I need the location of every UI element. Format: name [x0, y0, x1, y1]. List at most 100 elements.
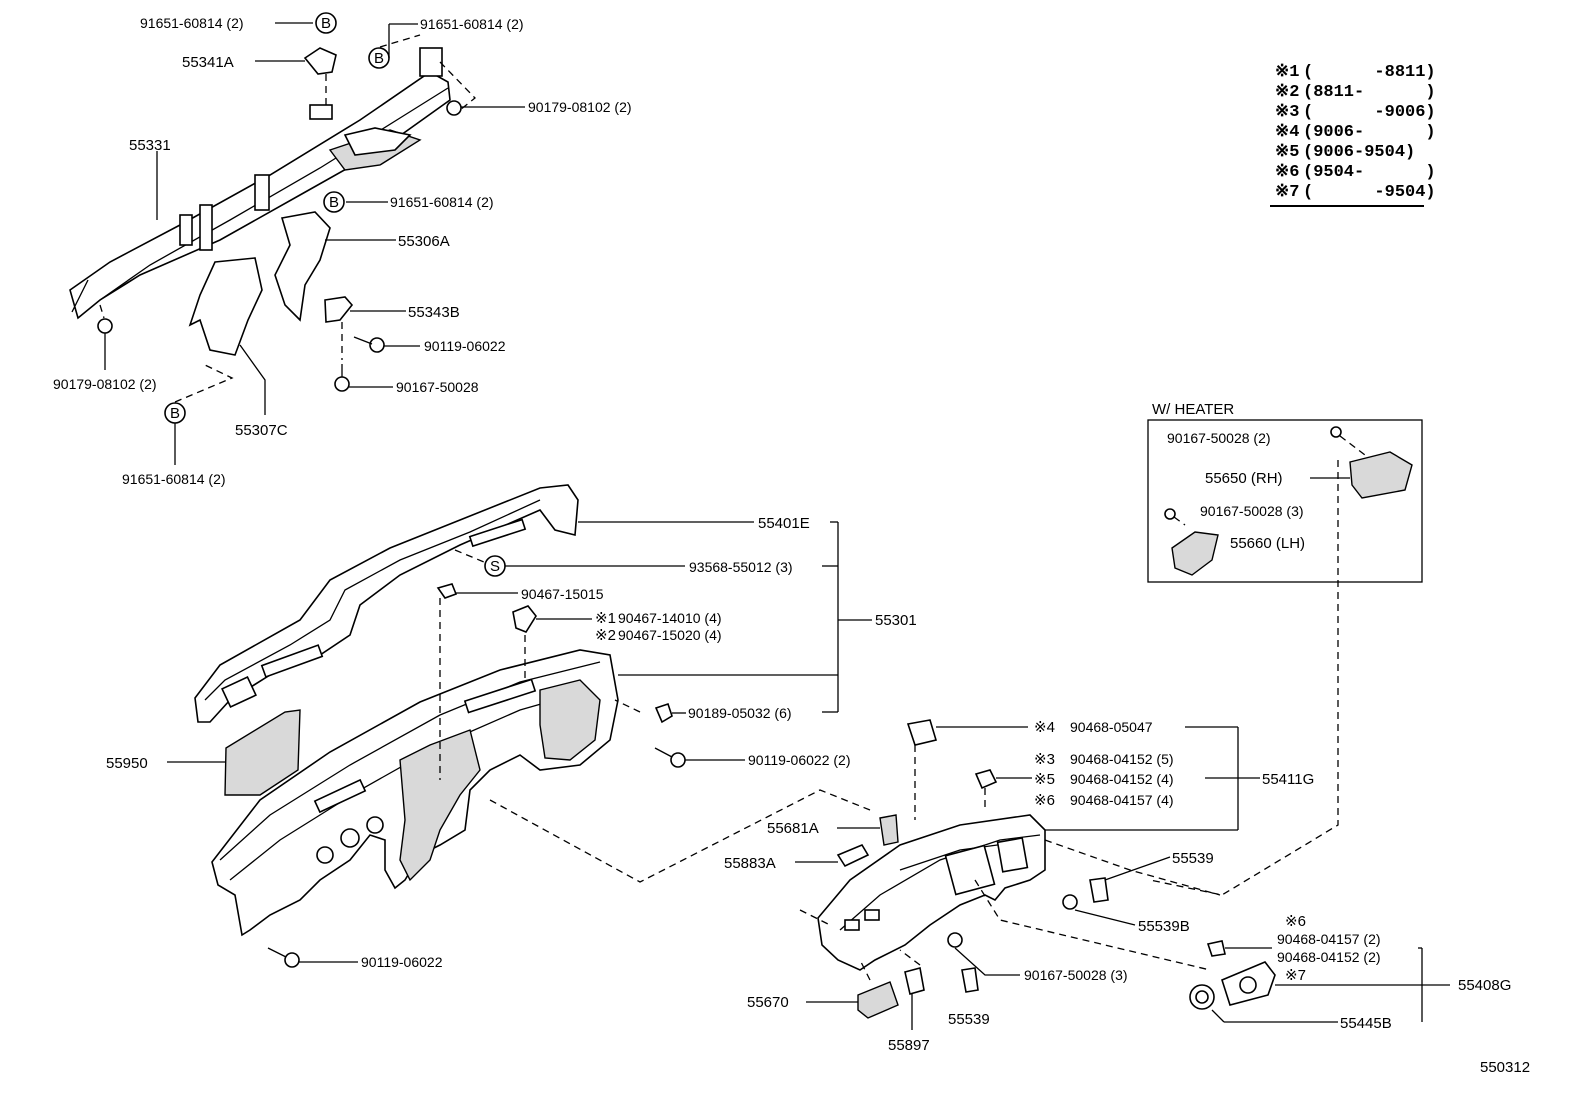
- callout-b: B: [329, 194, 339, 211]
- part-number: 90167-50028 (3): [1200, 503, 1304, 519]
- part-number: 90179-08102 (2): [528, 99, 632, 115]
- screw-icon: [670, 752, 686, 768]
- panel-frame: [399, 729, 481, 882]
- part-number: 90468-04152 (4): [1070, 771, 1174, 787]
- leader-lines-lower: [795, 726, 1450, 1030]
- part-number: 55670: [747, 994, 789, 1011]
- legend-range: ( -9006): [1303, 103, 1436, 122]
- leader-lines-middle: [167, 521, 872, 963]
- cluster-slot: [844, 919, 860, 931]
- legend-range: ( -9504): [1303, 183, 1436, 202]
- nut-icon: [446, 100, 462, 116]
- instrument-panel: S: [211, 549, 871, 968]
- legend-range: (8811- ): [1303, 83, 1436, 102]
- part-number: 90179-08102 (2): [53, 376, 157, 392]
- panel-gauge-hole: [340, 828, 360, 848]
- part-number: 55650 (RH): [1205, 470, 1283, 487]
- legend-range: (9006- ): [1303, 123, 1436, 142]
- pad-vent-hole: [221, 675, 257, 709]
- legend-row: ※1: [1275, 63, 1299, 82]
- part-55681a: [879, 814, 899, 846]
- part-number: 90119-06022: [424, 338, 506, 354]
- heater-box: [1147, 419, 1423, 583]
- clip-90468-04152: [974, 769, 998, 790]
- part-55445b-center: [1195, 990, 1209, 1004]
- part-55670: [857, 981, 899, 1019]
- beam-leg: [254, 174, 270, 211]
- part-number: 90167-50028 (3): [1024, 967, 1128, 983]
- bracket-55306a: [274, 211, 331, 322]
- part-number: 55539B: [1138, 918, 1190, 935]
- part-number: 90468-04152 (5): [1070, 751, 1174, 767]
- bracket-55343b: [324, 296, 354, 323]
- part-number: 55301: [875, 612, 917, 629]
- bracket-55341a: [303, 47, 337, 75]
- part-number: 55401E: [758, 515, 810, 532]
- part-number: 91651-60814 (2): [420, 16, 524, 32]
- beam-leg: [179, 214, 193, 246]
- part-number: 91651-60814 (2): [390, 194, 494, 210]
- part-number: 90467-14010 (4): [618, 610, 722, 626]
- clip-90468-05047: [906, 719, 938, 746]
- beam-leg: [199, 204, 213, 251]
- part-number: 93568-55012 (3): [689, 559, 793, 575]
- beam-bracket: [419, 47, 443, 77]
- bolt-icon: [369, 337, 385, 353]
- part-number: 55408G: [1458, 977, 1511, 994]
- panel-gauge-hole: [316, 846, 334, 864]
- mark: ※3: [1034, 751, 1055, 768]
- screw-icon: [334, 376, 350, 392]
- part-number: 90467-15020 (4): [618, 627, 722, 643]
- callout-b-circle: [315, 12, 337, 34]
- part-55539: [1089, 877, 1109, 903]
- part-number: 90167-50028 (2): [1167, 430, 1271, 446]
- mark: ※2: [595, 627, 616, 644]
- cluster-opening: [996, 837, 1029, 873]
- part-55883a: [836, 843, 870, 868]
- leader-lines-top: [104, 22, 525, 465]
- legend: ※1 ( -8811) ※2 (8811- ) ※3 ( -9006) ※4 (…: [1270, 63, 1436, 207]
- mark: ※6: [1034, 792, 1055, 809]
- safety-pad-55401e: [194, 484, 579, 723]
- legend-row: ※4: [1275, 123, 1299, 142]
- cluster-slot: [864, 909, 880, 921]
- beam-bracket: [309, 104, 333, 120]
- part-number: 55539: [1172, 850, 1214, 867]
- reinforcement-assembly: B B B B: [69, 12, 476, 424]
- mark: ※4: [1034, 719, 1055, 736]
- part-number: 90468-04157 (2): [1277, 931, 1381, 947]
- part-number: 55343B: [408, 304, 460, 321]
- part-55897: [904, 967, 925, 996]
- screw-icon: [947, 932, 963, 948]
- nut-icon: [97, 318, 113, 334]
- part-number: 90119-06022 (2): [748, 752, 850, 768]
- part-number: 90119-06022: [361, 954, 443, 970]
- part-number: 55950: [106, 755, 148, 772]
- duct-55950: [224, 709, 301, 796]
- heater-title: W/ HEATER: [1152, 401, 1234, 418]
- cluster-panel: [799, 719, 1276, 1019]
- heater-section: W/ HEATER 90167-50028 (2) 55650 (RH) 901…: [1147, 401, 1423, 896]
- legend-row: ※3: [1275, 103, 1299, 122]
- labels-lower: ※4 90468-05047 ※3 90468-04152 (5) ※5 904…: [724, 719, 1530, 1076]
- cluster-opening: [944, 844, 996, 896]
- part-number: 91651-60814 (2): [122, 471, 226, 487]
- part-number: 55681A: [767, 820, 819, 837]
- part-number: 90468-05047: [1070, 719, 1153, 735]
- screw-icon: [1164, 508, 1176, 520]
- part-number: 55306A: [398, 233, 450, 250]
- callout-b: B: [170, 405, 180, 422]
- legend-range: ( -8811): [1303, 63, 1436, 82]
- legend-range: (9006-9504): [1303, 143, 1415, 162]
- duct-rh: [1349, 451, 1413, 499]
- panel-gauge-hole: [366, 816, 384, 834]
- labels-top: 91651-60814 (2) 55341A 91651-60814 (2) 9…: [53, 15, 632, 487]
- pad-slot: [468, 518, 527, 548]
- pad-slot: [260, 644, 324, 678]
- labels-middle: 55401E 93568-55012 (3) 90467-15015 ※1 90…: [106, 515, 917, 970]
- panel-slot: [463, 678, 537, 714]
- clip-90468-04157: [1206, 940, 1226, 957]
- part-number: 55341A: [182, 54, 234, 71]
- panel-slot: [313, 778, 367, 814]
